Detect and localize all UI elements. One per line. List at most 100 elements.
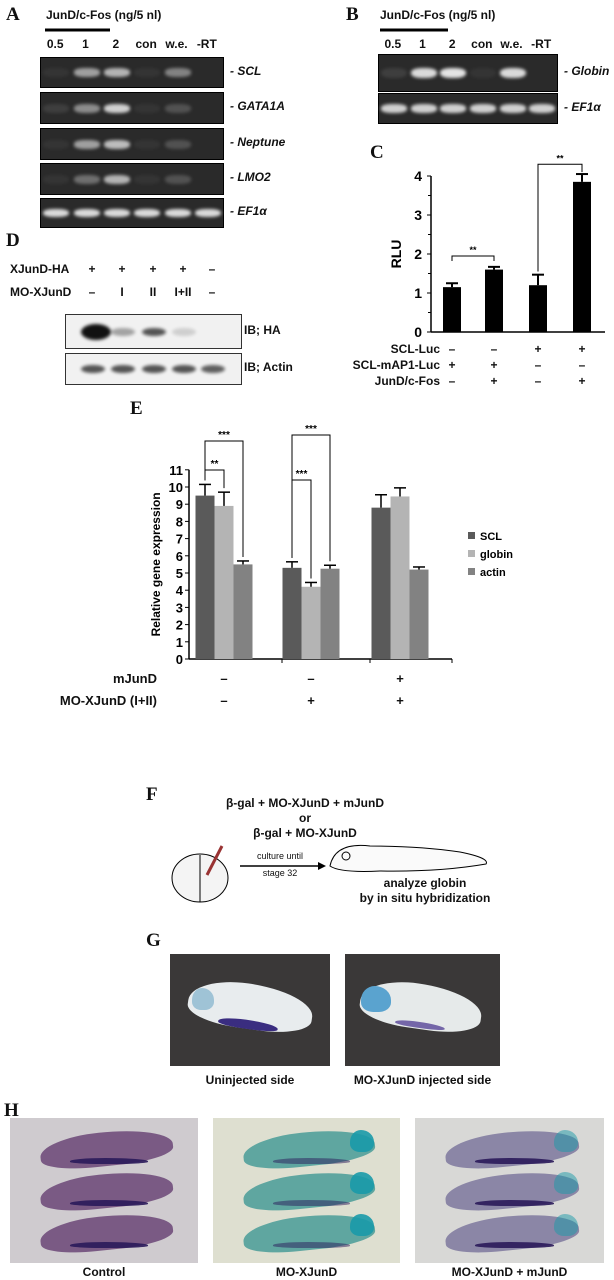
e-y-tick-label: 3	[176, 600, 183, 615]
gel-band	[440, 104, 467, 113]
d-row-label: MO-XJunD	[10, 285, 72, 299]
c-condition-value: +	[578, 342, 586, 356]
f-line2: or	[299, 811, 311, 825]
panel-a-header: JunD/c-Fos (ng/5 nl)	[46, 8, 162, 22]
e-significance-bracket	[204, 440, 244, 557]
d-row-value: +	[88, 262, 96, 276]
c-y-tick-label: 4	[414, 168, 422, 184]
e-significance-bracket	[204, 469, 225, 489]
c-significance-label: **	[469, 245, 477, 255]
c-condition-label: SCL-Luc	[390, 342, 440, 356]
e-condition-label: MO-XJunD (I+II)	[59, 693, 157, 708]
e-condition-value: +	[396, 671, 404, 686]
globin-stain	[475, 1242, 554, 1248]
e-bar-SCL	[282, 567, 302, 659]
h-caption: MO-XJunD + mJunD	[451, 1265, 568, 1279]
gel-band	[529, 104, 556, 113]
c-significance-label: **	[556, 153, 564, 163]
e-significance-label: ***	[305, 424, 317, 435]
beta-gal-stain	[361, 986, 391, 1012]
c-condition-value: +	[448, 358, 456, 372]
f-result2: by in situ hybridization	[359, 891, 491, 905]
c-condition-label: SCL-mAP1-Luc	[352, 358, 440, 372]
c-bar	[573, 181, 591, 332]
c-y-tick-label: 2	[414, 246, 422, 262]
e-condition-value: –	[220, 671, 228, 686]
panel-label-g: G	[146, 930, 161, 951]
e-bar-globin	[214, 505, 234, 659]
gel-band	[469, 67, 496, 79]
c-condition-value: +	[490, 358, 498, 372]
blot-band	[142, 327, 166, 336]
lane-label: 2	[448, 37, 456, 51]
western-blot	[65, 353, 242, 385]
e-y-tick-label: 5	[176, 566, 183, 581]
d-row-value: +	[179, 262, 187, 276]
panel-b-header: JunD/c-Fos (ng/5 nl)	[380, 8, 496, 22]
lane-label: w.e.	[165, 37, 188, 51]
photo-h-3	[415, 1118, 604, 1263]
gel-band	[164, 103, 191, 113]
c-condition-value: –	[448, 342, 456, 356]
gel-band	[103, 68, 130, 77]
gel-strip	[40, 163, 224, 195]
e-bar-actin	[320, 568, 340, 659]
c-condition-value: –	[578, 358, 586, 372]
lane-label: w.e.	[500, 37, 523, 51]
gel-band	[103, 174, 130, 184]
gel-band	[410, 67, 437, 79]
e-bar-actin	[233, 564, 253, 659]
gel-band	[73, 68, 100, 77]
d-row-value: II	[149, 285, 157, 299]
blot-band	[172, 327, 196, 336]
lane-label: 1	[419, 37, 426, 51]
gel-band	[103, 208, 130, 218]
e-legend-label: actin	[480, 567, 506, 579]
e-significance-bracket	[291, 479, 312, 579]
embryo	[38, 1209, 175, 1257]
photo-uninjected	[170, 954, 330, 1066]
blot-band	[201, 365, 225, 373]
photo-h-2	[213, 1118, 400, 1263]
e-legend-swatch	[468, 550, 475, 557]
gel-band	[43, 139, 70, 149]
e-legend-swatch	[468, 532, 475, 539]
globin-stain	[475, 1158, 554, 1164]
c-y-tick-label: 3	[414, 207, 422, 223]
gel-band	[134, 103, 161, 113]
e-y-tick-label: 0	[176, 652, 183, 667]
gel-band	[134, 174, 161, 184]
panel-label-c: C	[370, 142, 384, 163]
gel-strip	[40, 128, 224, 160]
lane-label: con	[471, 37, 493, 51]
c-condition-label: JunD/c-Fos	[374, 374, 440, 388]
lane-label: 2	[112, 37, 120, 51]
arrow-head-icon	[318, 862, 326, 870]
injection-needle-icon	[205, 845, 224, 876]
e-significance-bracket	[291, 434, 331, 562]
gel-strip	[40, 57, 224, 88]
globin-stain	[273, 1158, 350, 1164]
globin-stain	[273, 1242, 350, 1248]
blot-label: IB; HA	[244, 322, 281, 337]
gel-band	[73, 139, 100, 149]
c-bar	[443, 287, 461, 332]
globin-stain	[475, 1200, 554, 1206]
beta-gal-stain	[350, 1172, 374, 1194]
c-significance-bracket	[537, 163, 583, 272]
panel-label-h: H	[4, 1100, 19, 1121]
embryo	[38, 1125, 175, 1173]
e-bar-globin	[301, 586, 321, 659]
f-arrow-bottom: stage 32	[262, 868, 298, 878]
blot-band	[142, 365, 166, 373]
lane-label: 1	[82, 37, 89, 51]
e-bar-globin	[390, 496, 410, 659]
gel-band	[164, 208, 191, 218]
h-caption: MO-XJunD	[275, 1265, 338, 1279]
lane-label: -RT	[196, 37, 217, 51]
embryo-head-stain	[192, 988, 214, 1010]
e-legend-label: globin	[480, 549, 513, 561]
c-significance-bracket	[451, 255, 495, 261]
gel-band	[73, 103, 100, 113]
e-condition-value: –	[220, 693, 228, 708]
